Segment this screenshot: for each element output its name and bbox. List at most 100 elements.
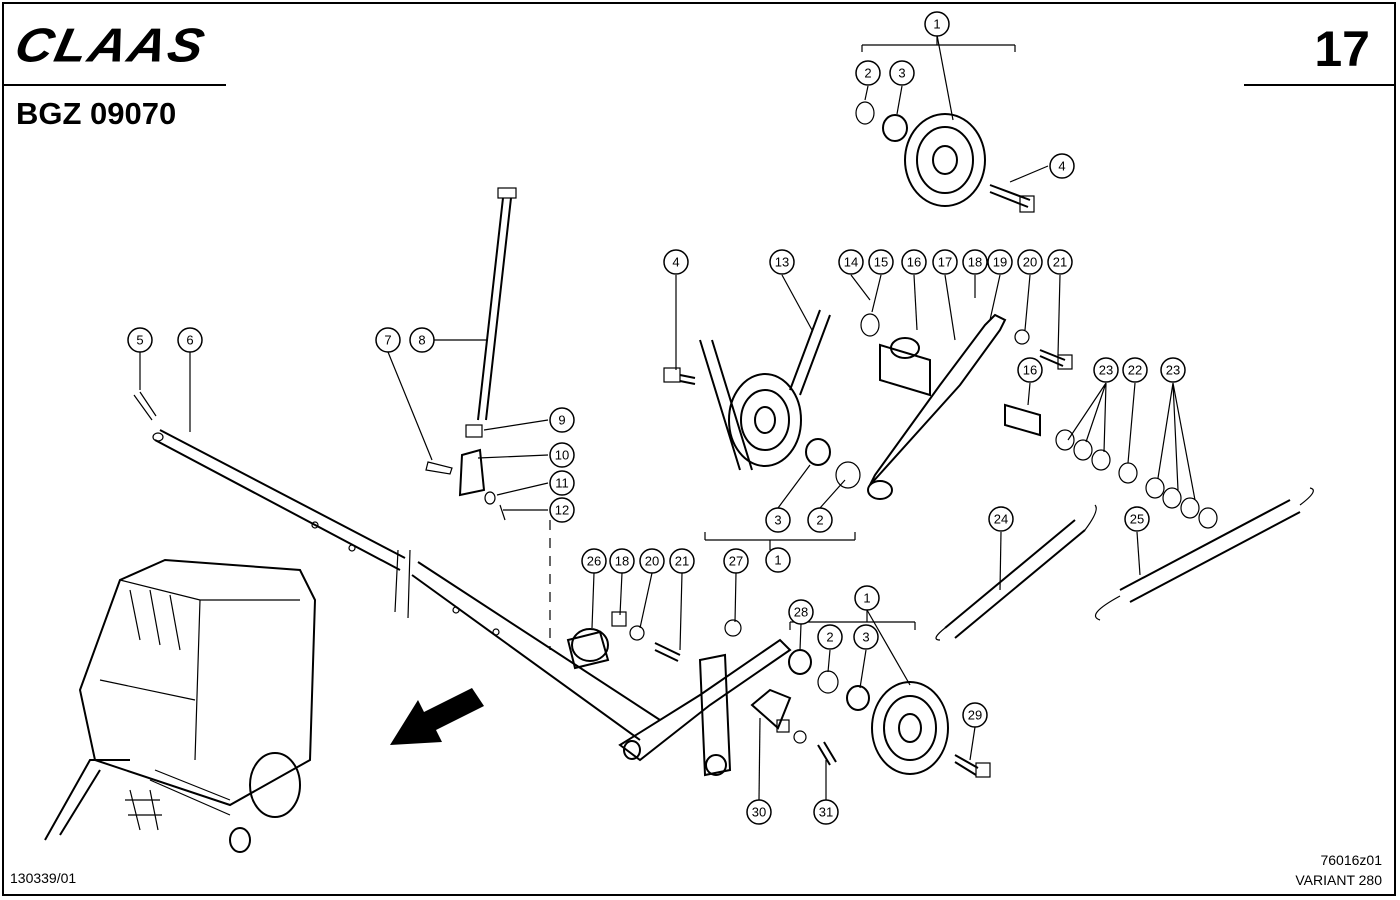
callout-number: 8 <box>418 333 425 348</box>
group-bracket-middle <box>704 532 856 550</box>
callout-16: 16 <box>1017 357 1043 383</box>
callout-circle <box>639 548 665 574</box>
callout-number: 2 <box>816 513 823 528</box>
callout-circle <box>962 702 988 728</box>
callout-1: 1 <box>765 547 791 573</box>
callout-number: 15 <box>874 255 888 270</box>
washer <box>484 491 496 505</box>
callout-circle <box>1160 357 1186 383</box>
callout-number: 11 <box>555 476 569 491</box>
callout-number: 18 <box>615 554 629 569</box>
long-arm-bar <box>152 429 661 741</box>
callout-number: 3 <box>774 513 781 528</box>
callout-circle <box>987 249 1013 275</box>
leader-lines <box>139 34 1196 801</box>
callout-circle <box>1017 357 1043 383</box>
callout-17: 17 <box>932 249 958 275</box>
callout-number: 29 <box>968 708 982 723</box>
callout-28: 28 <box>788 599 814 625</box>
callout-21: 21 <box>669 548 695 574</box>
callout-24: 24 <box>988 506 1014 532</box>
callout-25: 25 <box>1124 506 1150 532</box>
callout-number: 31 <box>819 805 833 820</box>
callout-22: 22 <box>1122 357 1148 383</box>
callout-circle <box>1093 357 1119 383</box>
callout-circle <box>1047 249 1073 275</box>
callout-circle <box>765 507 791 533</box>
callout-10: 10 <box>549 442 575 468</box>
callout-number: 21 <box>1053 255 1067 270</box>
callout-circle <box>807 507 833 533</box>
callout-number: 26 <box>587 554 601 569</box>
pulley-middle <box>663 309 861 489</box>
callout-7: 7 <box>375 327 401 353</box>
callout-number: 12 <box>555 503 569 518</box>
drawing-reference: 76016z01 <box>1320 852 1382 868</box>
callout-31: 31 <box>813 799 839 825</box>
callout-circle <box>669 548 695 574</box>
callout-number: 16 <box>1023 363 1037 378</box>
callout-number: 13 <box>775 255 789 270</box>
pulley-upper <box>855 101 1035 213</box>
callout-16: 16 <box>901 249 927 275</box>
callout-number: 19 <box>993 255 1007 270</box>
callout-circle <box>663 249 689 275</box>
callout-number: 2 <box>864 66 871 81</box>
callout-1: 1 <box>854 585 880 611</box>
callout-number: 5 <box>136 333 143 348</box>
callout-circle <box>769 249 795 275</box>
callout-18: 18 <box>962 249 988 275</box>
nut <box>465 424 483 438</box>
cotter-pin <box>499 504 506 521</box>
footer-info: 76016z01 VARIANT 280 <box>1295 850 1382 890</box>
header-divider-right <box>1244 84 1394 86</box>
callout-circle <box>409 327 435 353</box>
header-divider-left <box>2 84 226 86</box>
callout-circle <box>375 327 401 353</box>
callout-number: 20 <box>1023 255 1037 270</box>
callout-number: 1 <box>774 553 781 568</box>
model-name: VARIANT 280 <box>1295 872 1382 888</box>
clevis-pin <box>425 461 453 475</box>
callout-number: 3 <box>862 630 869 645</box>
callout-number: 6 <box>186 333 193 348</box>
washers-group <box>1055 429 1218 529</box>
callout-circle <box>868 249 894 275</box>
callout-circle <box>924 11 950 37</box>
callout-2: 2 <box>855 60 881 86</box>
callout-circle <box>177 327 203 353</box>
callout-circle <box>581 548 607 574</box>
callout-18: 18 <box>609 548 635 574</box>
clevis <box>458 448 486 497</box>
callout-27: 27 <box>723 548 749 574</box>
direction-arrow <box>390 688 484 745</box>
callout-circle <box>1049 153 1075 179</box>
callout-8: 8 <box>409 327 435 353</box>
callout-2: 2 <box>807 507 833 533</box>
callout-number: 28 <box>794 605 808 620</box>
callout-number: 27 <box>729 554 743 569</box>
callout-20: 20 <box>1017 249 1043 275</box>
callout-number: 16 <box>907 255 921 270</box>
callout-14: 14 <box>838 249 864 275</box>
callout-9: 9 <box>549 407 575 433</box>
callout-number: 24 <box>994 512 1008 527</box>
callout-number: 4 <box>1058 159 1065 174</box>
catalog-code: BGZ 09070 <box>16 96 177 131</box>
callout-13: 13 <box>769 249 795 275</box>
group-bracket-lower <box>789 610 916 630</box>
callout-number: 20 <box>645 554 659 569</box>
tensioner-arm <box>860 313 1073 500</box>
callout-number: 14 <box>844 255 858 270</box>
callout-number: 10 <box>555 448 569 463</box>
callout-circle <box>854 585 880 611</box>
callout-circle <box>765 547 791 573</box>
callout-circle <box>1122 357 1148 383</box>
callout-circle <box>1017 249 1043 275</box>
callout-circle <box>889 60 915 86</box>
callout-circle <box>901 249 927 275</box>
callout-circle <box>788 599 814 625</box>
callout-circle <box>962 249 988 275</box>
